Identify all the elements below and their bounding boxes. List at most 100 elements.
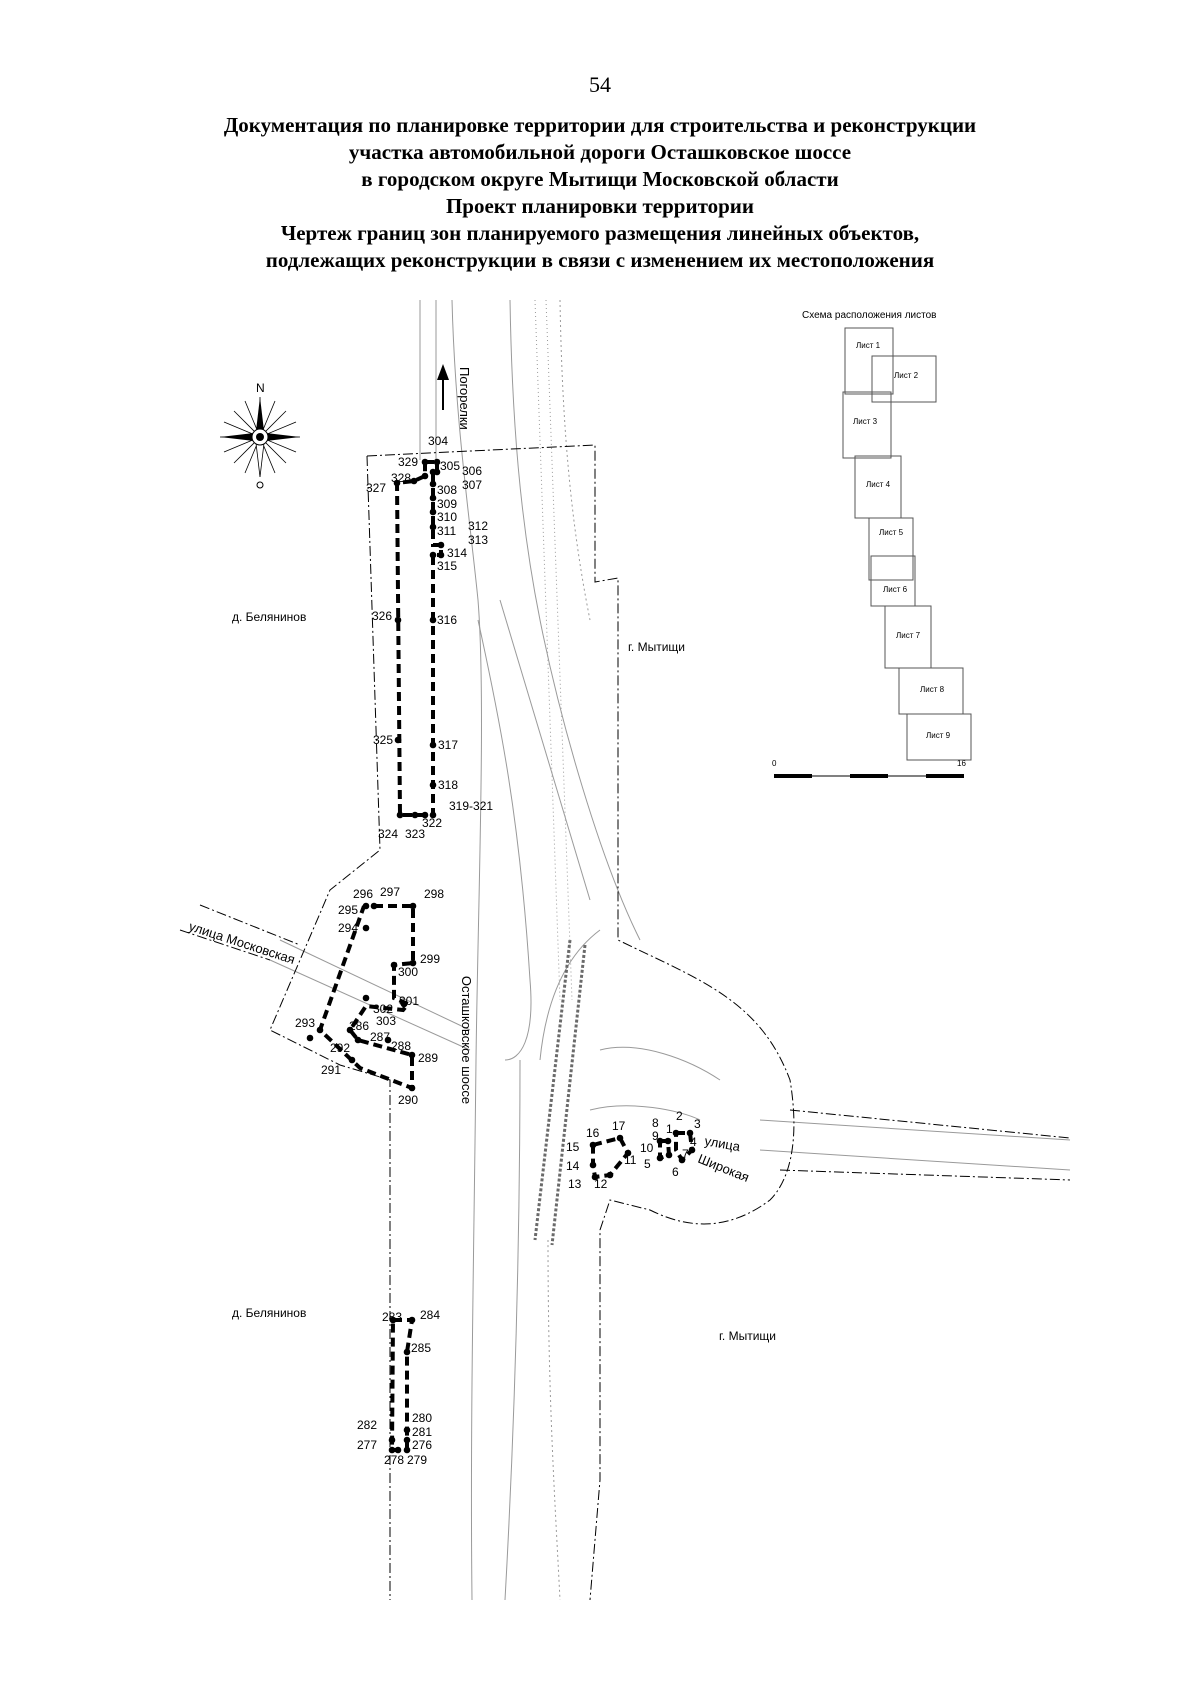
sheet-label: Лист 1 xyxy=(856,341,881,350)
sheet-label: Лист 4 xyxy=(866,480,891,489)
point-label: 7 xyxy=(682,1147,689,1161)
point-label: 286 xyxy=(349,1019,369,1033)
sheet-layout-scheme: Схема расположения листов Лист 1 Лист 2 … xyxy=(772,310,972,778)
point-label: 279 xyxy=(407,1453,427,1467)
point-label: 10 xyxy=(640,1141,654,1155)
point-label: 325 xyxy=(373,733,393,747)
boundary-points xyxy=(306,458,696,1454)
point-label: 284 xyxy=(420,1308,440,1322)
title-line: Документация по планировке территории дл… xyxy=(223,113,977,137)
compass-rose-icon: N xyxy=(220,381,300,489)
document-title: Документация по планировке территории дл… xyxy=(0,112,1200,274)
point-label: 311 xyxy=(437,524,456,538)
point-label: 314 xyxy=(447,546,467,560)
point-label: 295 xyxy=(338,903,358,917)
point-label: 301 xyxy=(399,994,419,1008)
point-label: 296 xyxy=(353,887,373,901)
arrow-up-icon xyxy=(437,364,449,380)
sheet-label: Лист 6 xyxy=(883,585,908,594)
point-label: 8 xyxy=(652,1116,659,1130)
point-label: 300 xyxy=(398,965,418,979)
place-label-mytishchi-south: г. Мытищи xyxy=(719,1329,776,1343)
point-label: 312 xyxy=(468,519,488,533)
territory-boundary xyxy=(179,444,1071,1601)
road-label-shirokaya-2: Широкая xyxy=(696,1151,752,1185)
point-label: 282 xyxy=(357,1418,377,1432)
sheet-9 xyxy=(906,713,972,761)
point-label: 297 xyxy=(380,885,400,899)
direction-arrow: Погорелки xyxy=(437,364,472,430)
point-label: 291 xyxy=(321,1063,341,1077)
point-label: 3 xyxy=(694,1117,701,1131)
scheme-title: Схема расположения листов xyxy=(802,310,936,321)
point-label: 309 xyxy=(437,497,457,511)
road-network xyxy=(269,299,1071,1601)
direction-label: Погорелки xyxy=(457,367,472,430)
point-label: 294 xyxy=(338,921,358,935)
point-label: 16 xyxy=(586,1126,600,1140)
point-label: 293 xyxy=(295,1016,315,1030)
point-label: 288 xyxy=(391,1039,411,1053)
point-label: 283 xyxy=(382,1310,402,1324)
place-label-belyaninovo-north: д. Белянинов xyxy=(232,610,306,624)
sheet-label: Лист 8 xyxy=(920,685,945,694)
point-label: 17 xyxy=(612,1119,626,1133)
point-label: 307 xyxy=(462,478,482,492)
point-label: 302 xyxy=(373,1002,393,1016)
point-label: 289 xyxy=(418,1051,438,1065)
point-label: 316 xyxy=(437,613,457,627)
title-line: Чертеж границ зон планируемого размещени… xyxy=(280,221,920,245)
point-label: 276 xyxy=(412,1438,432,1452)
title-line: Проект планировки территории xyxy=(445,194,755,218)
title-line: в городском округе Мытищи Московской обл… xyxy=(361,167,839,191)
point-label: 319-321 xyxy=(449,799,493,813)
sheet-label: Лист 9 xyxy=(926,731,951,740)
point-label: 281 xyxy=(412,1425,432,1439)
sheet-2 xyxy=(871,355,937,403)
point-label: 326 xyxy=(372,609,392,623)
point-label: 4 xyxy=(690,1135,697,1149)
road-label-moskovskaya: улица Московская xyxy=(187,919,297,967)
point-label: 2 xyxy=(676,1109,683,1123)
scale-bar: 0 16 xyxy=(772,759,966,778)
point-label: 15 xyxy=(566,1140,580,1154)
point-label: 317 xyxy=(438,738,458,752)
point-label: 313 xyxy=(468,533,488,547)
point-label: 6 xyxy=(672,1165,679,1179)
road-label-shirokaya-1: улица xyxy=(703,1133,742,1154)
sheet-6 xyxy=(870,555,916,607)
point-label: 308 xyxy=(437,483,457,497)
sheet-3 xyxy=(842,391,892,459)
point-label: 299 xyxy=(420,952,440,966)
title-line: участка автомобильной дороги Осташковско… xyxy=(348,140,852,164)
place-label-belyaninovo-south: д. Белянинов xyxy=(232,1306,306,1320)
page-number: 54 xyxy=(589,72,611,97)
point-label: 322 xyxy=(422,816,442,830)
point-label: 298 xyxy=(424,887,444,901)
point-label: 11 xyxy=(624,1153,637,1167)
point-label: 12 xyxy=(594,1177,608,1191)
point-label: 13 xyxy=(568,1177,582,1191)
point-label: 304 xyxy=(428,434,448,448)
point-label: 277 xyxy=(357,1438,377,1452)
point-label: 318 xyxy=(438,778,458,792)
point-label: 290 xyxy=(398,1093,418,1107)
sheet-label: Лист 3 xyxy=(853,417,878,426)
sheet-1 xyxy=(844,327,894,395)
point-label: 305 xyxy=(440,459,460,473)
road-label-ostashkovskoe: Осташковское шоссе xyxy=(459,976,474,1104)
point-label: 329 xyxy=(398,455,418,469)
point-labels: 304 305 306 307 308 309 310 311 312 313 … xyxy=(295,434,701,1467)
point-label: 5 xyxy=(644,1157,651,1171)
place-label-mytishchi-north: г. Мытищи xyxy=(628,640,685,654)
compass-north-label: N xyxy=(256,381,265,395)
point-label: 315 xyxy=(437,559,457,573)
point-label: 310 xyxy=(437,510,457,524)
point-label: 328 xyxy=(391,471,411,485)
point-label: 292 xyxy=(330,1041,350,1055)
point-label: 278 xyxy=(384,1453,404,1467)
point-label: 280 xyxy=(412,1411,432,1425)
sheet-label: Лист 7 xyxy=(896,631,921,640)
